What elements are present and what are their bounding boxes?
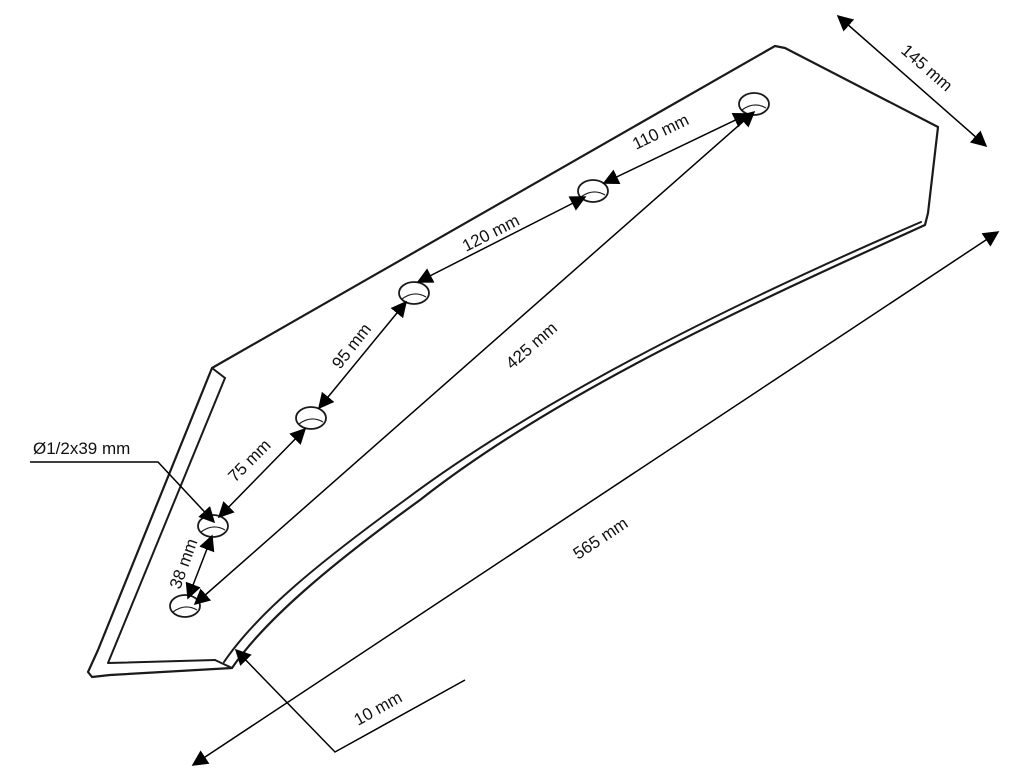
label-145: 145 mm — [897, 41, 956, 96]
label-565: 565 mm — [570, 514, 632, 564]
mounting-hole — [738, 92, 770, 116]
mounting-hole — [169, 594, 201, 618]
blade-left-bevel — [107, 377, 226, 664]
dimension-lines — [30, 14, 1000, 766]
dim-line-145 — [836, 14, 988, 148]
dim-line-10-leader — [234, 648, 466, 753]
label-diameter: Ø1/2x39 mm — [33, 439, 130, 458]
mounting-hole — [398, 281, 430, 305]
label-10: 10 mm — [351, 688, 406, 730]
mounting-hole — [295, 406, 327, 430]
dim-line-425 — [193, 110, 756, 606]
mounting-hole — [197, 514, 229, 538]
